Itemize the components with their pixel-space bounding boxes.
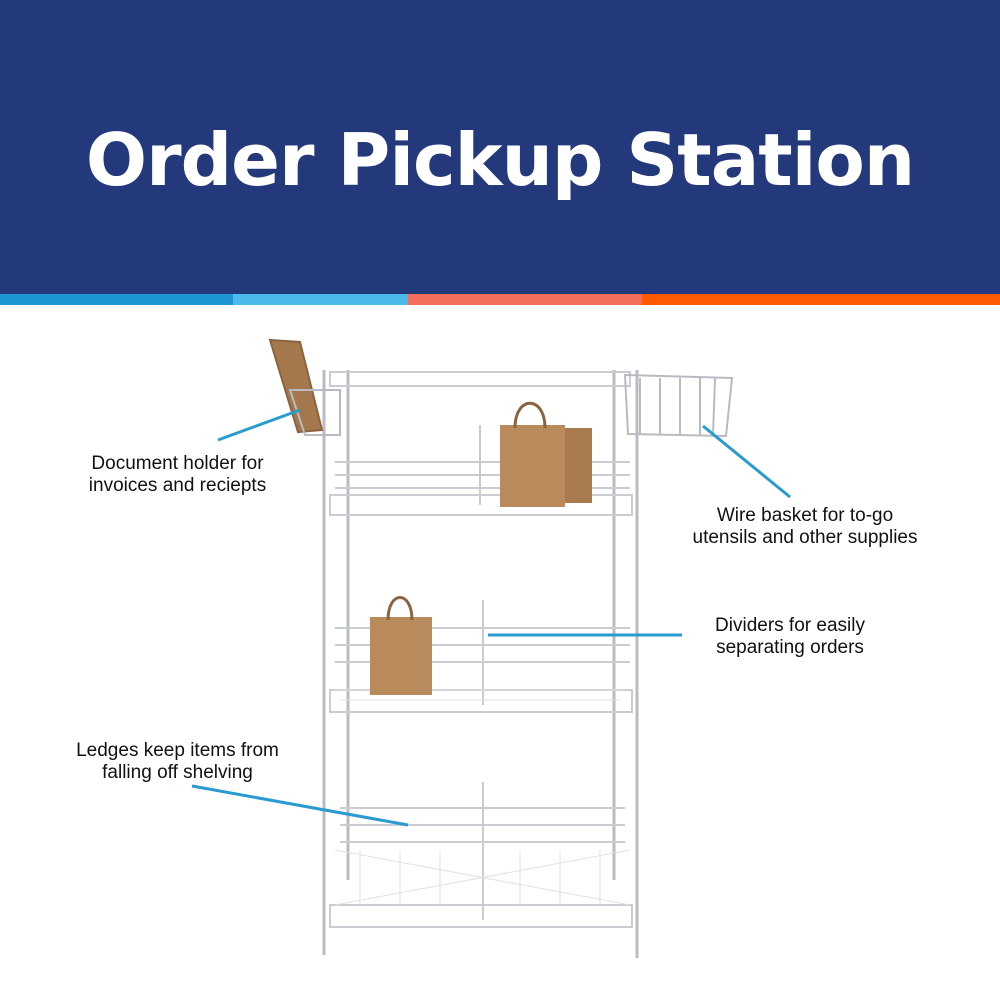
- accent-stripe-blue: [0, 294, 233, 305]
- callout-text: Document holder for: [91, 453, 264, 474]
- wire-basket: [623, 373, 734, 438]
- callout-text: separating orders: [716, 637, 864, 658]
- document-holder: [268, 338, 341, 436]
- callout-line-document-holder: [217, 408, 301, 442]
- accent-stripe-orange: [642, 294, 1000, 305]
- callout-dividers: Dividers for easily separating orders: [680, 615, 900, 659]
- callout-text: Dividers for easily: [715, 615, 865, 636]
- callout-line-ledges: [191, 784, 409, 827]
- callout-wire-basket: Wire basket for to-go utensils and other…: [670, 505, 940, 549]
- callout-ledges: Ledges keep items from falling off shelv…: [50, 740, 305, 784]
- callout-document-holder: Document holder for invoices and reciept…: [60, 453, 295, 497]
- callout-text: utensils and other supplies: [692, 527, 918, 548]
- accent-stripe-light-blue: [233, 294, 408, 305]
- callout-text: Ledges keep items from: [76, 740, 279, 761]
- callout-line-wire-basket: [702, 424, 791, 499]
- header-banner: Order Pickup Station: [0, 0, 1000, 294]
- callout-text: falling off shelving: [102, 762, 253, 783]
- callout-text: invoices and reciepts: [88, 475, 267, 496]
- paper-bags: [370, 401, 592, 695]
- page-title: Order Pickup Station: [85, 118, 915, 202]
- accent-stripe-coral: [408, 294, 642, 305]
- callout-text: Wire basket for to-go: [716, 505, 894, 526]
